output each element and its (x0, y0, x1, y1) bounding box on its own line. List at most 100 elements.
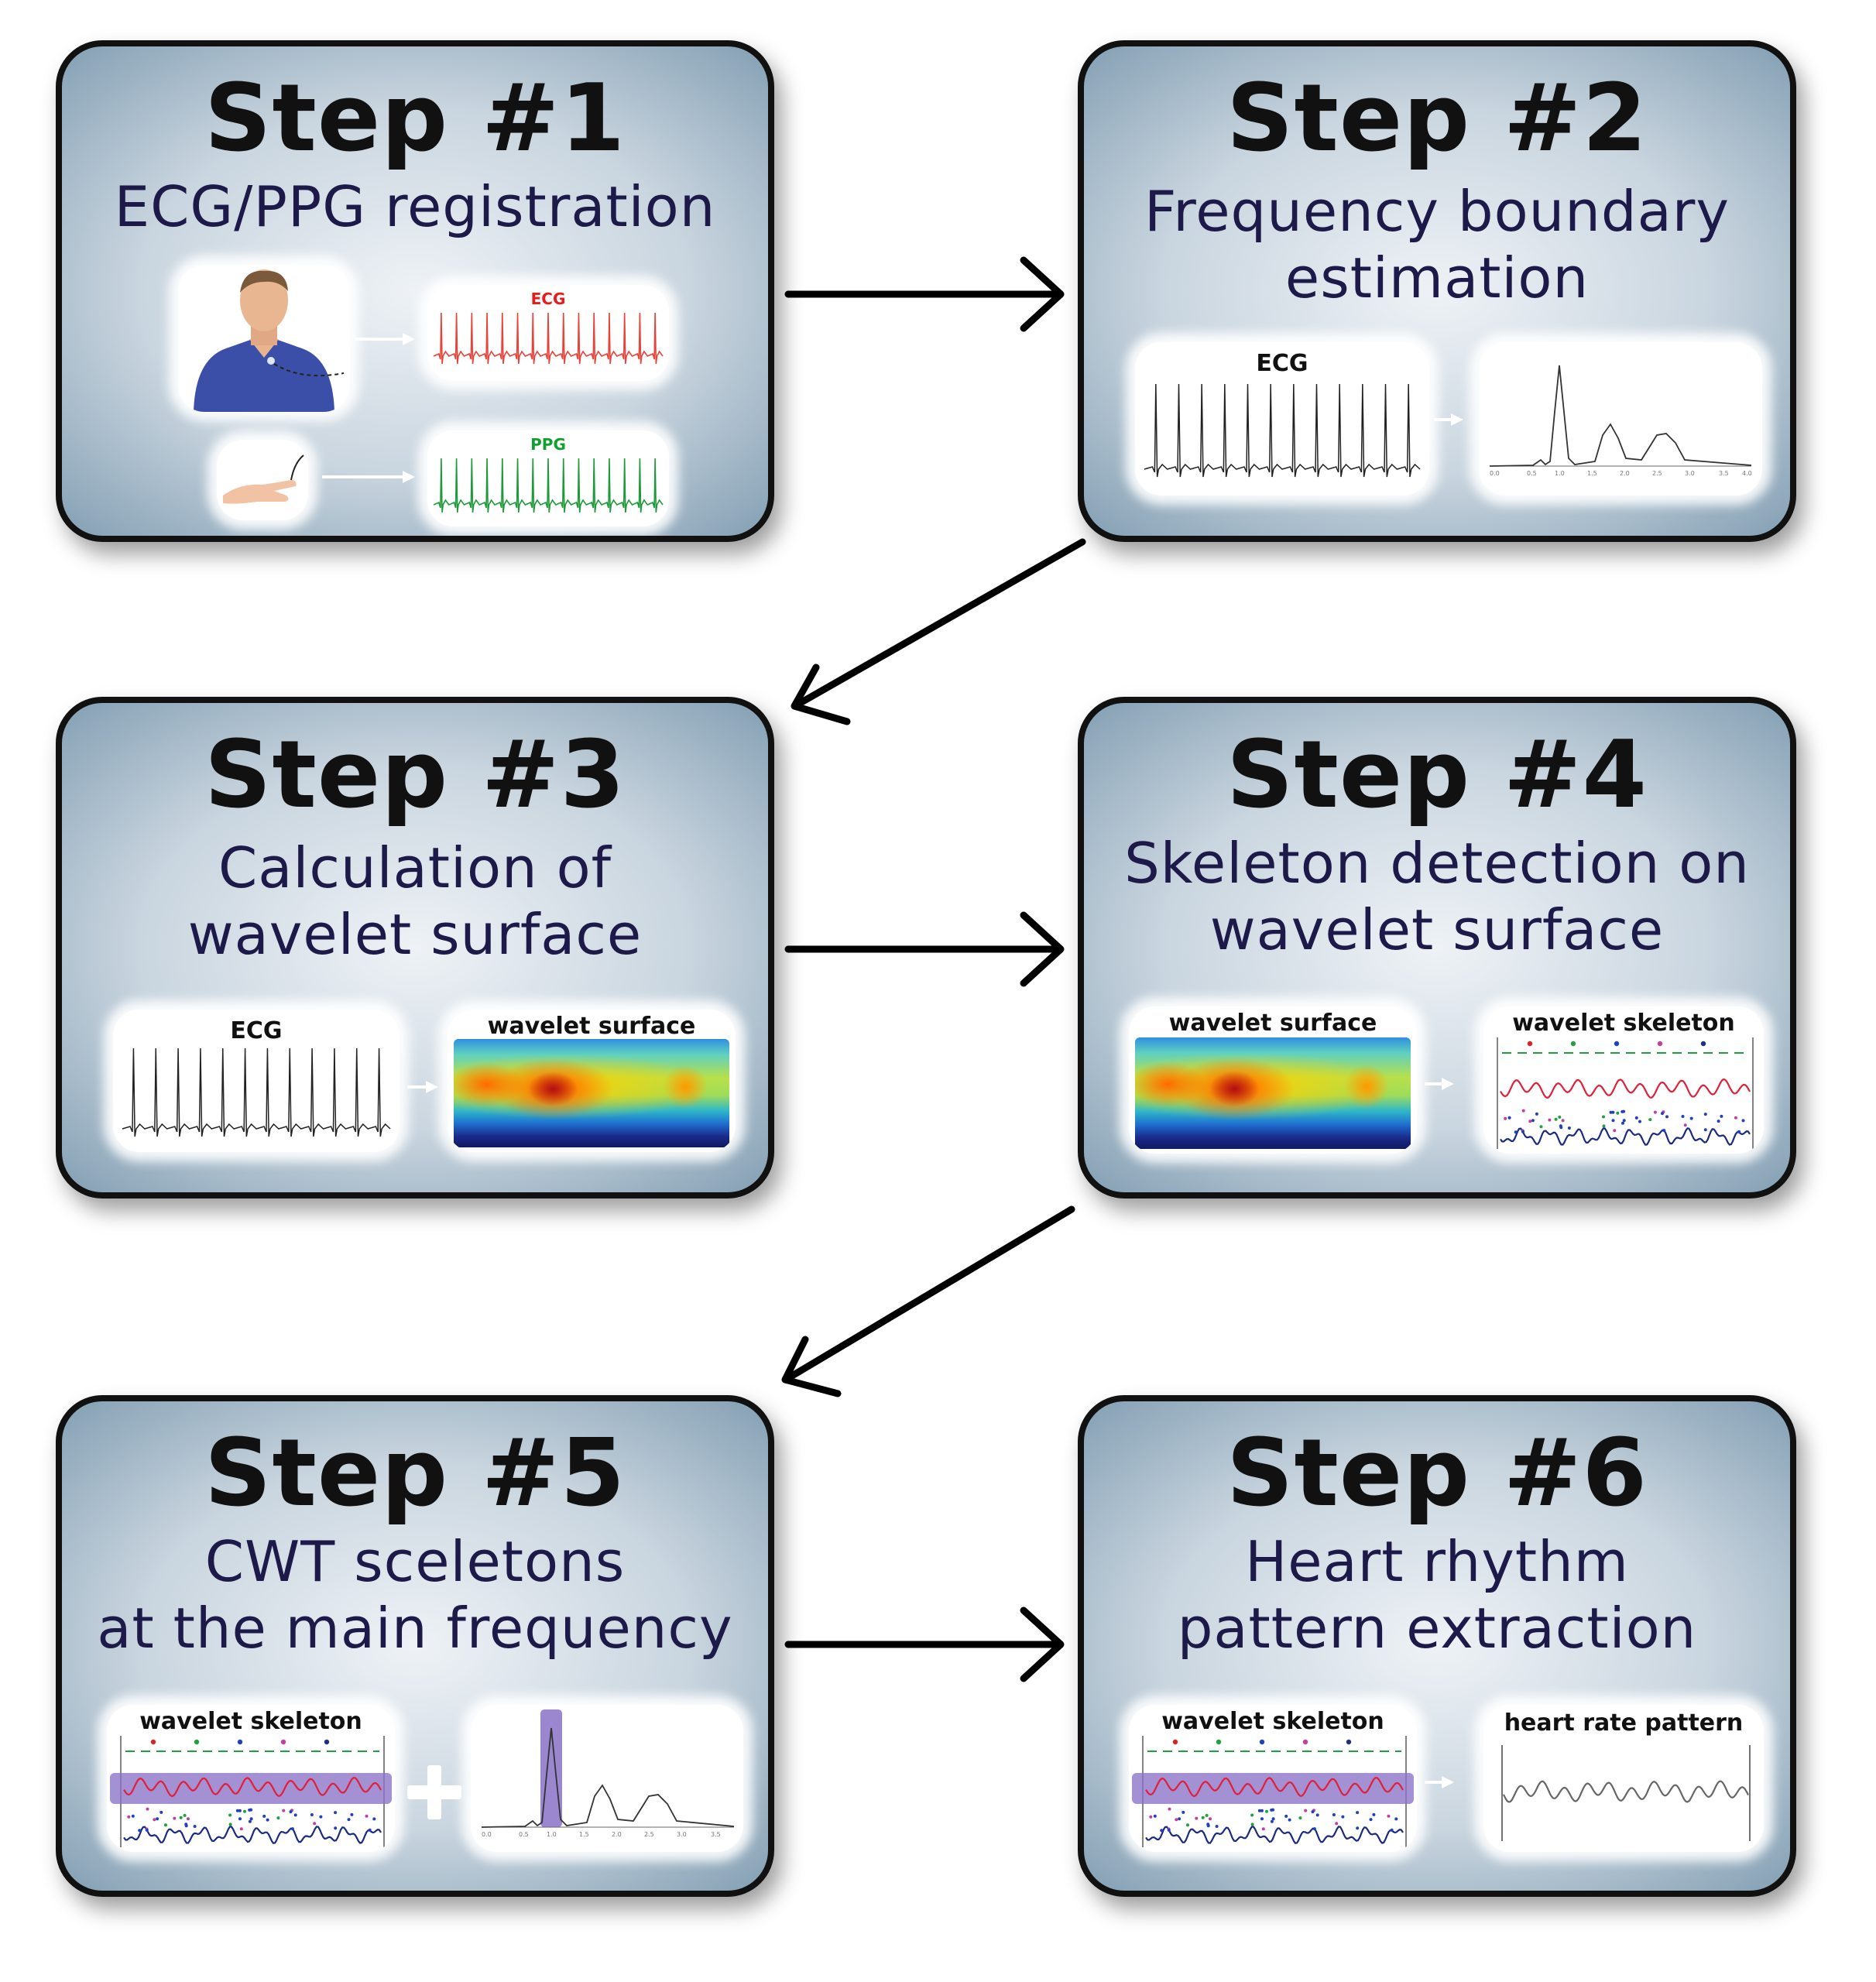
skeleton-point (146, 1807, 149, 1811)
skeleton-point (1369, 1818, 1373, 1822)
skeleton-point (228, 1813, 232, 1817)
skeleton-point (1528, 1120, 1532, 1123)
skeleton-point (1554, 1117, 1558, 1121)
skeleton-point (1634, 1116, 1638, 1120)
svg-text:2.0: 2.0 (1620, 470, 1630, 477)
wavelet-surface-label: wavelet surface (487, 1013, 696, 1040)
skeleton-point (1602, 1115, 1605, 1119)
skeleton-point (276, 1816, 280, 1820)
hand-with-sensor-icon (223, 454, 304, 504)
step-6-box: Step #6 Heart rhythm pattern extraction … (1078, 1395, 1796, 1897)
svg-text:0.5: 0.5 (519, 1831, 529, 1838)
step-2-connector (1434, 413, 1463, 426)
skeleton-point (365, 1814, 369, 1818)
skeleton-point (1387, 1814, 1391, 1818)
skeleton-point (1209, 1817, 1212, 1821)
skeleton-point (1616, 1111, 1620, 1115)
svg-text:2.5: 2.5 (1652, 470, 1662, 477)
skeleton-point (238, 1817, 242, 1821)
ecg-label: ECG (1256, 350, 1308, 377)
skeleton-point (1205, 1813, 1209, 1817)
skeleton-point (1284, 1814, 1288, 1818)
svg-text:2.0: 2.0 (612, 1831, 622, 1838)
skeleton-point (1665, 1115, 1669, 1119)
skeleton-point (1260, 1817, 1264, 1821)
legend-marker (280, 1739, 286, 1745)
skeleton-point (145, 1828, 149, 1832)
skeleton-main-line (1145, 1777, 1404, 1798)
heart-rate-pattern-panel: heart rate pattern (1483, 1705, 1764, 1852)
wavelet-surface-heatmap (1135, 1037, 1411, 1149)
hand-panel (217, 440, 308, 520)
skeleton-point (1195, 1816, 1199, 1820)
ecg-trace (1144, 383, 1421, 478)
step-1-title: Step #1 (204, 65, 626, 173)
skeleton-point (238, 1809, 242, 1812)
skeleton-point (228, 1823, 232, 1826)
legend-marker (1259, 1739, 1265, 1745)
skeleton-point (1602, 1124, 1606, 1128)
skeleton-point (1621, 1121, 1624, 1125)
skeleton-point (179, 1816, 183, 1819)
skeleton-point (1609, 1110, 1613, 1114)
skeleton-point (184, 1824, 188, 1828)
wavelet-skeleton-label: wavelet skeleton (1161, 1708, 1384, 1735)
skeleton-point (1270, 1808, 1274, 1812)
legend-marker (1614, 1041, 1620, 1047)
legend-marker (324, 1739, 330, 1745)
step-2-title: Step #2 (1226, 65, 1648, 173)
skeleton-point (1507, 1116, 1511, 1120)
svg-text:1.5: 1.5 (1587, 470, 1597, 477)
heart-rate-pattern-label: heart rate pattern (1504, 1709, 1744, 1737)
svg-text:0.5: 0.5 (1527, 470, 1537, 477)
skeleton-point (282, 1809, 286, 1812)
skeleton-point (1153, 1814, 1157, 1818)
skeleton-point (1261, 1827, 1265, 1831)
skeleton-point (249, 1817, 253, 1821)
main-frequency-highlight (540, 1709, 562, 1827)
ecg-panel: ECG (113, 1010, 400, 1152)
skeleton-point (1548, 1118, 1552, 1122)
skeleton-point (1168, 1807, 1171, 1811)
skeleton-point (187, 1817, 190, 1821)
legend-marker (1172, 1739, 1178, 1745)
skeleton-point (1737, 1130, 1741, 1133)
skeleton-point (310, 1813, 314, 1816)
skeleton-point (1741, 1119, 1745, 1123)
main-frequency-highlight (110, 1773, 392, 1804)
arrow-step3-to-step4 (784, 911, 1065, 987)
arrow-step2-to-step3 (791, 538, 1086, 725)
skeleton-point (1703, 1128, 1707, 1132)
legend-marker (1302, 1739, 1308, 1745)
skeleton-point (1559, 1126, 1563, 1130)
skeleton-point (239, 1827, 243, 1831)
svg-text:2.5: 2.5 (644, 1831, 654, 1838)
skeleton-point (293, 1813, 297, 1817)
legend-marker (1346, 1739, 1352, 1745)
skeleton-point (1681, 1115, 1685, 1118)
skeleton-point (1717, 1120, 1720, 1123)
step-5-title: Step #5 (204, 1420, 626, 1528)
wavelet-skeleton-label: wavelet skeleton (1512, 1010, 1735, 1037)
skeleton-point (1265, 1809, 1268, 1813)
skeleton-point (1178, 1817, 1182, 1821)
step-3-connector (407, 1081, 438, 1093)
plus-icon (407, 1765, 461, 1819)
skeleton-point (1186, 1823, 1189, 1827)
skeleton-point (164, 1823, 167, 1827)
skeleton-point (248, 1819, 252, 1823)
skeleton-point (1257, 1809, 1261, 1812)
skeleton-point (262, 1814, 266, 1818)
skeleton-point (1535, 1112, 1538, 1116)
wavelet-surface-label: wavelet surface (1168, 1010, 1377, 1037)
skeleton-point (243, 1809, 246, 1813)
wavelet-skeleton-plot (1132, 1736, 1414, 1847)
skeleton-point (156, 1817, 159, 1821)
legend-marker (237, 1739, 243, 1745)
arrow-step5-to-step6 (784, 1607, 1065, 1682)
skeleton-low-line (123, 1826, 382, 1844)
step-3-box: Step #3 Calculation of wavelet surface E… (56, 697, 774, 1198)
step-1-subtitle: ECG/PPG registration (114, 174, 716, 239)
